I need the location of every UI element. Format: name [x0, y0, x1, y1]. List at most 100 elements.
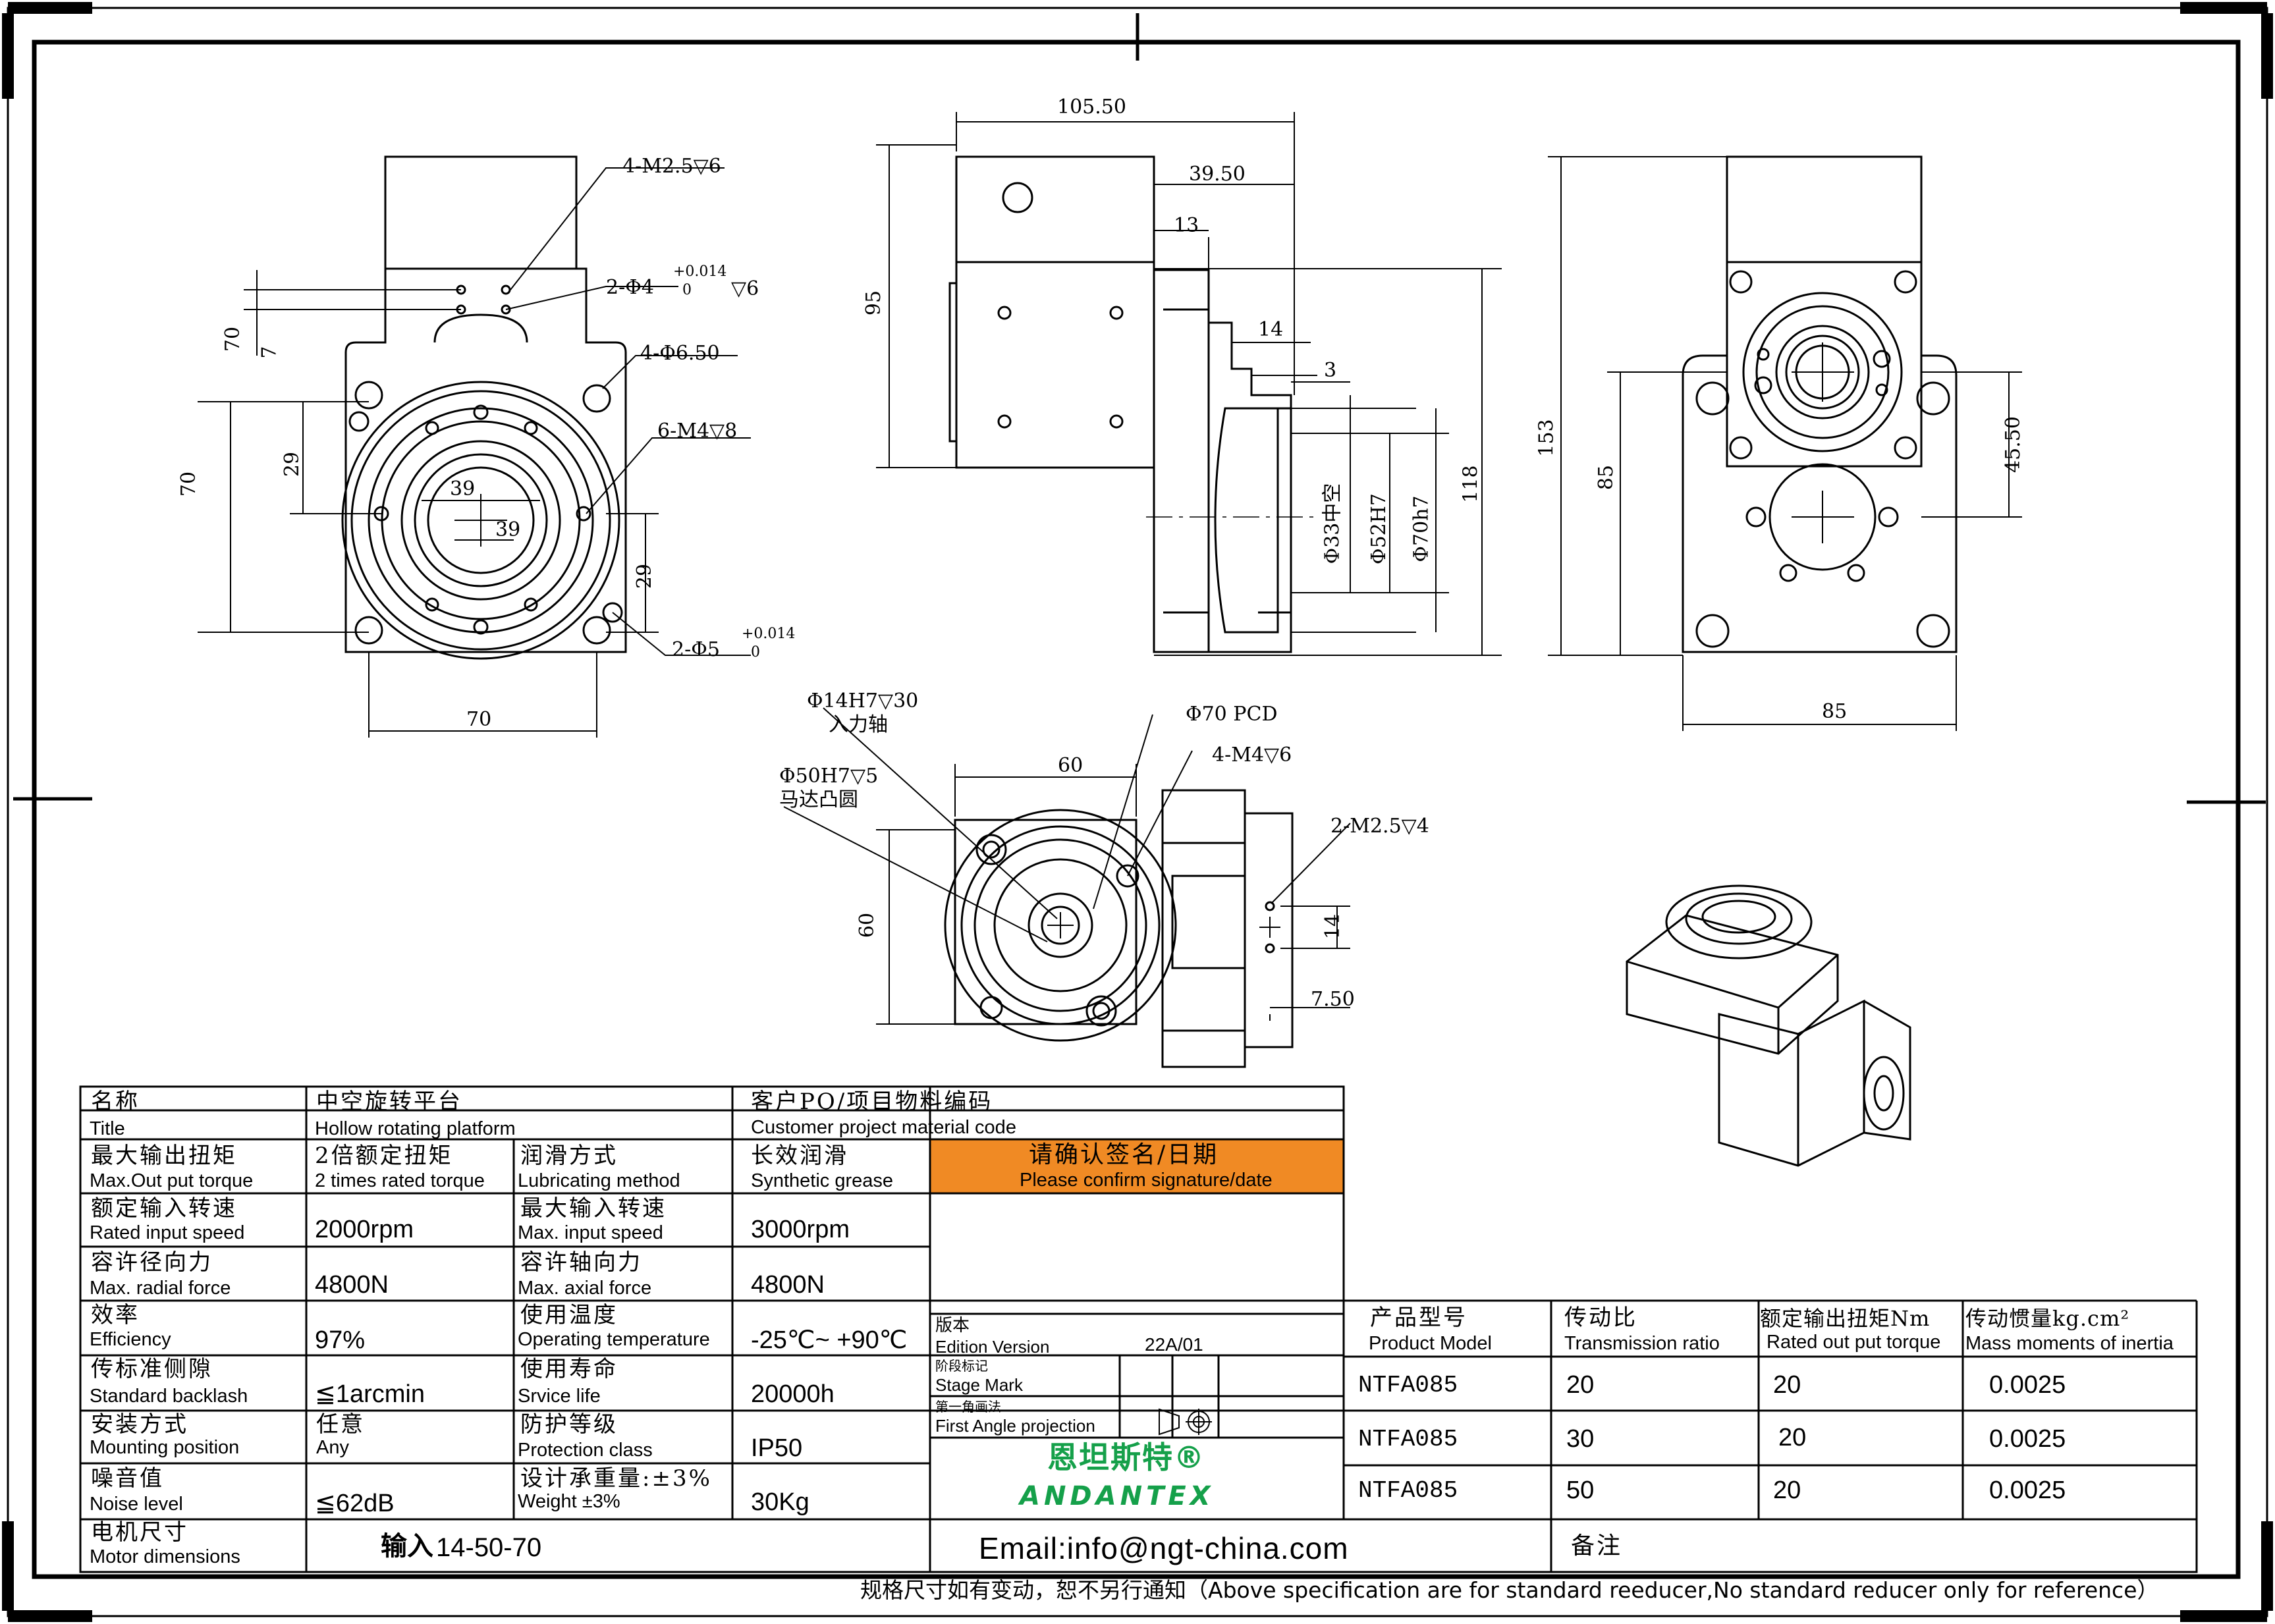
- label-motor-dim-en: Motor dimensions: [90, 1546, 240, 1567]
- dim-input-shaft: Φ14H7▽30: [807, 690, 919, 713]
- label-customer-cn: 客户PO/项目物料编码: [751, 1089, 993, 1115]
- dim-side-105: 105.50: [1057, 95, 1126, 119]
- dim-front-39a: 39: [450, 477, 476, 501]
- label-efficiency-cn: 效率: [91, 1302, 140, 1328]
- label-max-torque-cn: 最大输出扭矩: [91, 1143, 237, 1169]
- dim-front-39b: 39: [495, 518, 521, 541]
- product-ratio: 20: [1566, 1371, 1595, 1399]
- value-max-speed: 3000rpm: [751, 1216, 850, 1243]
- confirm-signature-cn: 请确认签名/日期: [1029, 1141, 1219, 1168]
- title-block-grid: [79, 1085, 2198, 1573]
- label-weight-cn: 设计承重量:±3%: [520, 1465, 712, 1492]
- label-name-cn: 名称: [91, 1089, 140, 1115]
- dim-input-14: 14: [1321, 913, 1345, 940]
- product-inertia: 0.0025: [1989, 1476, 2066, 1504]
- label-weight-en: Weight ±3%: [518, 1491, 620, 1512]
- dim-rear-153: 153: [1535, 419, 1558, 457]
- header-ratio-en: Transmission ratio: [1564, 1333, 1720, 1354]
- label-angle-cn: 第一角画法: [935, 1399, 1001, 1415]
- dim-front-70-bottom: 70: [466, 708, 492, 731]
- label-mounting-cn: 安装方式: [91, 1411, 188, 1438]
- dim-front-tol5-plus: +0.014: [742, 626, 796, 642]
- product-ratio: 50: [1566, 1476, 1595, 1504]
- dim-front-29: 29: [281, 451, 304, 477]
- header-torque-cn: 额定输出扭矩Nm: [1760, 1306, 1931, 1331]
- value-lubrication-cn: 长效润滑: [751, 1143, 848, 1169]
- corner-mark-br: [2180, 1521, 2273, 1622]
- value-temperature: -25℃~ +90℃: [751, 1326, 908, 1354]
- product-inertia: 0.0025: [1989, 1371, 2066, 1399]
- label-stage-cn: 阶段标记: [935, 1358, 988, 1374]
- value-max-torque-cn: 2倍额定扭矩: [315, 1143, 453, 1169]
- dim-input-motor-cn: 马达凸圆: [779, 788, 858, 811]
- dim-input-m25: 2-M2.5▽4: [1330, 815, 1429, 838]
- footnote: 规格尺寸如有变动，恕不另行通知（Above specification are …: [860, 1577, 2159, 1603]
- value-mounting-cn: 任意: [316, 1411, 365, 1438]
- product-torque: 20: [1773, 1476, 1801, 1504]
- header-inertia-cn: 传动惯量kg.cm²: [1965, 1306, 2130, 1331]
- confirm-signature-en: Please confirm signature/date: [1020, 1170, 1273, 1191]
- dim-front-pin-depth: ▽6: [731, 277, 759, 300]
- label-noise-cn: 噪音值: [91, 1465, 164, 1492]
- label-axial-force-cn: 容许轴向力: [520, 1249, 642, 1276]
- value-backlash: ≦1arcmin: [315, 1380, 425, 1408]
- label-lubrication-en: Lubricating method: [518, 1170, 680, 1191]
- dim-side-3: 3: [1324, 359, 1337, 382]
- value-noise: ≦62dB: [315, 1490, 395, 1517]
- label-remark: 备注: [1571, 1532, 1623, 1559]
- dim-front-pin5: 2-Φ5: [672, 638, 720, 661]
- dim-front-pin4: 2-Φ4: [606, 276, 654, 299]
- product-torque: 20: [1773, 1371, 1801, 1399]
- dim-front-29b: 29: [633, 563, 657, 589]
- dim-side-52: Φ52H7: [1367, 493, 1391, 565]
- corner-mark-tl: [2, 2, 92, 99]
- logo-en: ANDANTEX: [1020, 1481, 1215, 1511]
- label-radial-force-en: Max. radial force: [90, 1278, 231, 1299]
- dim-input-pcd: Φ70 PCD: [1186, 703, 1278, 726]
- value-efficiency: 97%: [315, 1326, 366, 1354]
- header-ratio-cn: 传动比: [1564, 1305, 1637, 1331]
- corner-mark-tr: [2180, 2, 2273, 99]
- label-mounting-en: Mounting position: [90, 1437, 240, 1458]
- value-title-cn: 中空旋转平台: [316, 1089, 462, 1115]
- isometric-view: [1626, 884, 1911, 1167]
- label-protection-cn: 防护等级: [520, 1411, 618, 1438]
- header-model-cn: 产品型号: [1370, 1305, 1467, 1331]
- product-model: NTFA085: [1358, 1477, 1458, 1504]
- dim-front-70-vert: 70: [177, 471, 201, 497]
- dim-front-tol5-zero: 0: [751, 644, 760, 661]
- label-edition-en: Edition Version: [935, 1337, 1050, 1357]
- value-protection: IP50: [751, 1434, 803, 1462]
- label-max-speed-cn: 最大输入转速: [520, 1195, 667, 1222]
- dim-front-70-left: 70: [221, 326, 245, 352]
- label-max-speed-en: Max. input speed: [518, 1222, 663, 1243]
- label-axial-force-en: Max. axial force: [518, 1278, 652, 1299]
- label-rated-speed-cn: 额定输入转速: [91, 1195, 237, 1222]
- header-model-en: Product Model: [1369, 1333, 1492, 1354]
- dim-input-m4: 4-M4▽6: [1212, 744, 1292, 767]
- dim-side-14: 14: [1258, 318, 1284, 341]
- label-temperature-en: Operating temperature: [518, 1329, 710, 1350]
- corner-mark-bl: [2, 1521, 92, 1622]
- label-rated-speed-en: Rated input speed: [90, 1222, 245, 1243]
- dim-side-95: 95: [862, 290, 886, 316]
- value-max-torque-en: 2 times rated torque: [315, 1170, 485, 1191]
- label-motor-dim-cn: 电机尺寸: [91, 1519, 188, 1546]
- value-motor-dim-prefix: 输入: [381, 1531, 433, 1561]
- confirm-cell-bg: [929, 1138, 1345, 1195]
- label-protection-en: Protection class: [518, 1440, 653, 1461]
- label-backlash-cn: 传标准侧隙: [91, 1356, 213, 1382]
- dim-front-7: 7: [258, 346, 281, 359]
- label-noise-en: Noise level: [90, 1494, 183, 1515]
- product-ratio: 30: [1566, 1425, 1595, 1453]
- value-motor-dim: 14-50-70: [436, 1533, 542, 1562]
- value-rated-speed: 2000rpm: [315, 1216, 414, 1243]
- label-name-en: Title: [90, 1118, 125, 1139]
- dim-input-60v: 60: [856, 912, 879, 938]
- value-title-en: Hollow rotating platform: [315, 1118, 516, 1139]
- dim-front-m25: 4-M2.5▽6: [622, 155, 721, 178]
- dim-front-tol-plus: +0.014: [673, 263, 727, 280]
- product-model: NTFA085: [1358, 1426, 1458, 1453]
- value-radial-force: 4800N: [315, 1271, 389, 1299]
